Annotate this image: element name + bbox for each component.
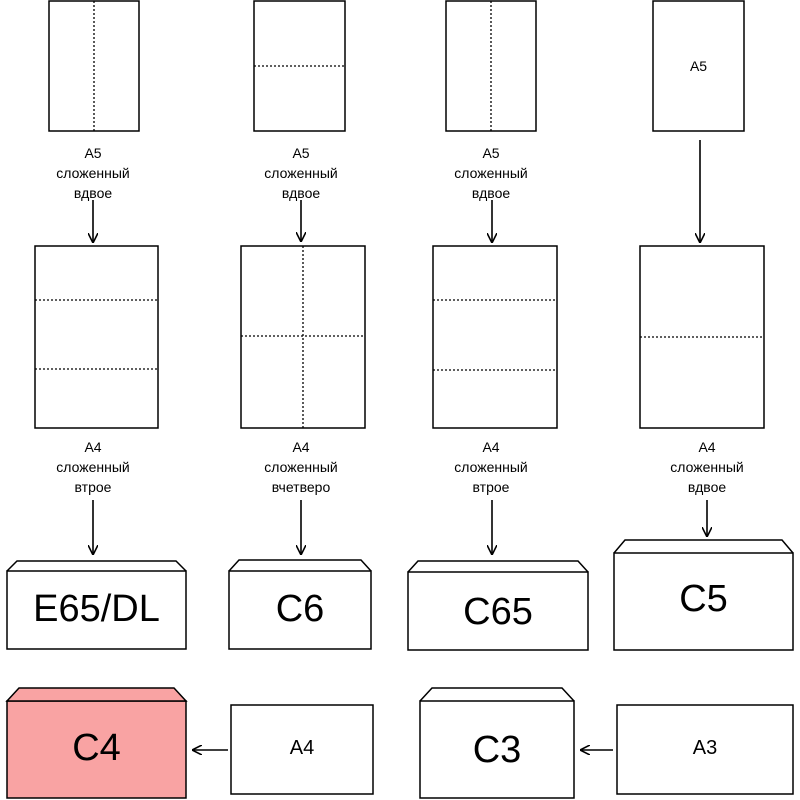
a5-caption-line: сложенный <box>264 165 338 181</box>
a4-caption-col3: A4 сложенный втрое <box>431 437 551 497</box>
a4-caption-line: сложенный <box>56 459 130 475</box>
a5-sheet-col2 <box>253 0 346 132</box>
envelope-c4 <box>5 687 188 799</box>
envelope-label-c6: C6 <box>275 588 325 630</box>
a3-sheet-bottom <box>616 704 794 795</box>
a5-caption-col3: A5 сложенный вдвое <box>431 143 551 203</box>
a5-caption-line: A5 <box>292 145 310 161</box>
a4-caption-line: вдвое <box>687 479 727 495</box>
a4-caption-line: A4 <box>292 439 310 455</box>
envelope-c3 <box>419 687 575 799</box>
a4-caption-col1: A4 сложенный втрое <box>33 437 153 497</box>
a5-caption-line: A5 <box>482 145 500 161</box>
a4-caption-line: A4 <box>482 439 500 455</box>
envelope-c6 <box>228 559 372 650</box>
a5-sheet-col3 <box>445 0 537 132</box>
a5-caption-line: вдвое <box>281 185 321 201</box>
a4-caption-line: A4 <box>698 439 716 455</box>
envelope-c65 <box>407 560 589 651</box>
a4-sheet-label-bottom: A4 <box>289 737 315 759</box>
a5-caption-line: сложенный <box>56 165 130 181</box>
envelope-label-e65dl: E65/DL <box>33 588 160 630</box>
a4-caption-col2: A4 сложенный вчетверо <box>241 437 361 497</box>
a3-sheet-label-bottom: A3 <box>692 737 718 759</box>
a4-sheet-col4 <box>639 245 765 429</box>
a5-caption-col1: A5 сложенный вдвое <box>33 143 153 203</box>
a4-sheet-col1 <box>34 245 159 429</box>
a5-caption-line: A5 <box>84 145 102 161</box>
a5-caption-line: вдвое <box>471 185 511 201</box>
a4-sheet-bottom <box>230 704 374 795</box>
envelope-label-c4: C4 <box>72 727 121 769</box>
a5-sheet-label-col4: A5 <box>689 58 708 74</box>
a4-sheet-col2 <box>240 245 366 429</box>
a5-sheet-col4 <box>652 0 745 132</box>
a4-sheet-col3 <box>432 245 558 429</box>
envelope-c5 <box>613 539 794 651</box>
envelope-label-c3: C3 <box>472 729 522 771</box>
a5-sheet-col1 <box>48 0 140 132</box>
a4-caption-line: втрое <box>472 479 510 495</box>
a4-caption-line: сложенный <box>454 459 528 475</box>
a5-caption-col2: A5 сложенный вдвое <box>241 143 361 203</box>
a4-caption-line: сложенный <box>670 459 744 475</box>
a5-caption-line: вдвое <box>73 185 113 201</box>
a5-caption-line: сложенный <box>454 165 528 181</box>
a4-caption-line: вчетверо <box>271 479 331 495</box>
a4-caption-line: втрое <box>74 479 112 495</box>
a4-caption-col4: A4 сложенный вдвое <box>647 437 767 497</box>
a4-caption-line: A4 <box>84 439 102 455</box>
envelope-e65dl <box>6 560 187 650</box>
a4-caption-line: сложенный <box>264 459 338 475</box>
envelope-label-c5: C5 <box>679 578 728 620</box>
envelope-label-c65: C65 <box>463 591 533 633</box>
